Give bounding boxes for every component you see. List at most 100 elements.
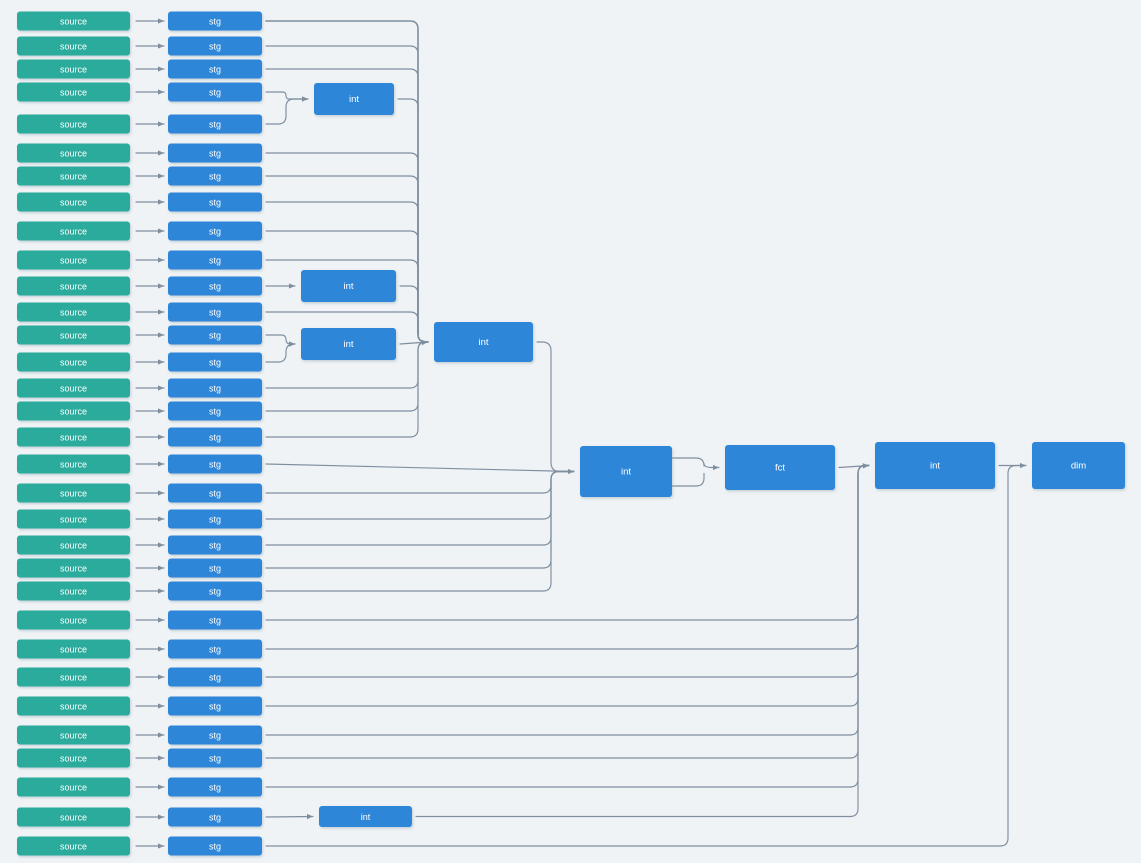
node-box-stg-23[interactable]	[168, 581, 262, 601]
node-stg-25[interactable]: stg	[168, 639, 262, 659]
node-source-19[interactable]: source	[17, 483, 130, 503]
node-box-stg-32[interactable]	[168, 836, 262, 856]
node-box-int_b[interactable]	[301, 270, 396, 302]
node-box-source-19[interactable]	[17, 483, 130, 503]
node-box-source-12[interactable]	[17, 302, 130, 322]
node-box-source-8[interactable]	[17, 192, 130, 212]
node-stg-26[interactable]: stg	[168, 667, 262, 687]
node-source-13[interactable]: source	[17, 325, 130, 345]
node-box-stg-12[interactable]	[168, 302, 262, 322]
node-source-16[interactable]: source	[17, 401, 130, 421]
node-source-1[interactable]: source	[17, 11, 130, 31]
node-stg-5[interactable]: stg	[168, 114, 262, 134]
node-box-source-23[interactable]	[17, 581, 130, 601]
node-source-7[interactable]: source	[17, 166, 130, 186]
node-box-source-20[interactable]	[17, 509, 130, 529]
node-box-source-4[interactable]	[17, 82, 130, 102]
node-stg-30[interactable]: stg	[168, 777, 262, 797]
node-box-stg-18[interactable]	[168, 454, 262, 474]
node-stg-16[interactable]: stg	[168, 401, 262, 421]
node-box-source-14[interactable]	[17, 352, 130, 372]
node-source-5[interactable]: source	[17, 114, 130, 134]
node-box-source-9[interactable]	[17, 221, 130, 241]
node-source-28[interactable]: source	[17, 725, 130, 745]
node-box-stg-17[interactable]	[168, 427, 262, 447]
node-stg-8[interactable]: stg	[168, 192, 262, 212]
node-source-23[interactable]: source	[17, 581, 130, 601]
node-box-source-29[interactable]	[17, 748, 130, 768]
node-box-source-6[interactable]	[17, 143, 130, 163]
node-box-stg-16[interactable]	[168, 401, 262, 421]
node-box-stg-10[interactable]	[168, 250, 262, 270]
node-box-source-15[interactable]	[17, 378, 130, 398]
node-box-source-2[interactable]	[17, 36, 130, 56]
node-box-stg-9[interactable]	[168, 221, 262, 241]
node-box-source-11[interactable]	[17, 276, 130, 296]
node-box-stg-4[interactable]	[168, 82, 262, 102]
node-box-stg-13[interactable]	[168, 325, 262, 345]
node-int_right[interactable]: int	[875, 442, 995, 489]
node-box-stg-27[interactable]	[168, 696, 262, 716]
node-box-stg-11[interactable]	[168, 276, 262, 296]
node-stg-12[interactable]: stg	[168, 302, 262, 322]
node-source-18[interactable]: source	[17, 454, 130, 474]
node-stg-27[interactable]: stg	[168, 696, 262, 716]
node-source-32[interactable]: source	[17, 836, 130, 856]
node-source-2[interactable]: source	[17, 36, 130, 56]
node-source-6[interactable]: source	[17, 143, 130, 163]
node-stg-31[interactable]: stg	[168, 807, 262, 827]
node-stg-17[interactable]: stg	[168, 427, 262, 447]
node-source-31[interactable]: source	[17, 807, 130, 827]
node-box-stg-24[interactable]	[168, 610, 262, 630]
node-stg-29[interactable]: stg	[168, 748, 262, 768]
node-box-stg-5[interactable]	[168, 114, 262, 134]
node-stg-7[interactable]: stg	[168, 166, 262, 186]
node-source-11[interactable]: source	[17, 276, 130, 296]
node-box-stg-3[interactable]	[168, 59, 262, 79]
node-source-9[interactable]: source	[17, 221, 130, 241]
node-box-int_main[interactable]	[580, 446, 672, 497]
node-stg-15[interactable]: stg	[168, 378, 262, 398]
node-box-dim_main[interactable]	[1032, 442, 1125, 489]
node-box-stg-8[interactable]	[168, 192, 262, 212]
node-box-source-28[interactable]	[17, 725, 130, 745]
node-stg-1[interactable]: stg	[168, 11, 262, 31]
node-box-stg-26[interactable]	[168, 667, 262, 687]
node-stg-23[interactable]: stg	[168, 581, 262, 601]
node-box-source-32[interactable]	[17, 836, 130, 856]
node-box-int_a[interactable]	[314, 83, 394, 115]
node-source-21[interactable]: source	[17, 535, 130, 555]
node-box-stg-21[interactable]	[168, 535, 262, 555]
node-stg-3[interactable]: stg	[168, 59, 262, 79]
node-box-stg-15[interactable]	[168, 378, 262, 398]
node-source-29[interactable]: source	[17, 748, 130, 768]
node-stg-21[interactable]: stg	[168, 535, 262, 555]
node-int_a[interactable]: int	[314, 83, 394, 115]
node-box-source-5[interactable]	[17, 114, 130, 134]
node-int_main[interactable]: int	[580, 446, 672, 497]
node-box-int_c[interactable]	[301, 328, 396, 360]
node-box-source-3[interactable]	[17, 59, 130, 79]
node-box-source-18[interactable]	[17, 454, 130, 474]
node-box-source-25[interactable]	[17, 639, 130, 659]
node-int_mid[interactable]: int	[434, 322, 533, 362]
node-box-stg-7[interactable]	[168, 166, 262, 186]
node-source-20[interactable]: source	[17, 509, 130, 529]
node-source-15[interactable]: source	[17, 378, 130, 398]
node-source-12[interactable]: source	[17, 302, 130, 322]
node-box-source-27[interactable]	[17, 696, 130, 716]
node-stg-22[interactable]: stg	[168, 558, 262, 578]
node-source-26[interactable]: source	[17, 667, 130, 687]
node-box-stg-20[interactable]	[168, 509, 262, 529]
node-box-source-1[interactable]	[17, 11, 130, 31]
node-box-stg-30[interactable]	[168, 777, 262, 797]
node-source-30[interactable]: source	[17, 777, 130, 797]
node-stg-28[interactable]: stg	[168, 725, 262, 745]
node-int_d[interactable]: int	[319, 806, 412, 827]
node-stg-4[interactable]: stg	[168, 82, 262, 102]
node-stg-11[interactable]: stg	[168, 276, 262, 296]
node-box-stg-22[interactable]	[168, 558, 262, 578]
node-source-24[interactable]: source	[17, 610, 130, 630]
